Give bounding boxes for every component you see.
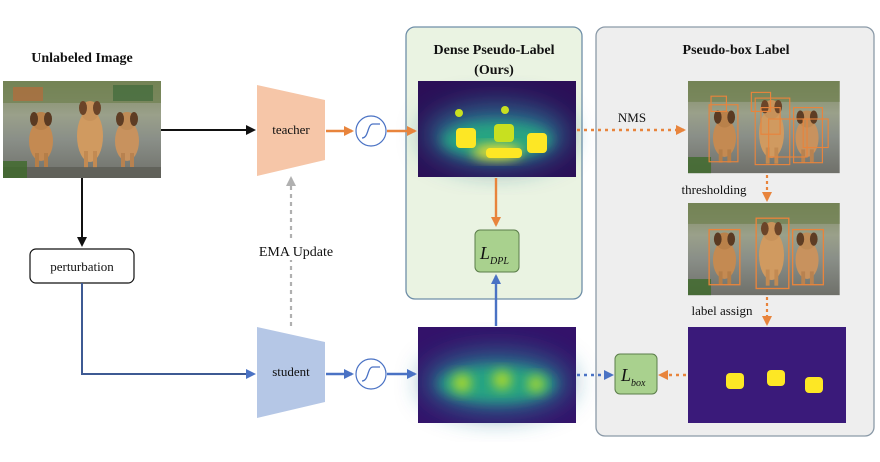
label-assign-label: label assign [691, 303, 753, 318]
teacher-dense-heatmap [418, 81, 576, 177]
student-sigmoid-icon [355, 358, 387, 390]
perturbation-label: perturbation [50, 259, 114, 274]
pseudo-box-panel-title: Pseudo-box Label [683, 43, 790, 58]
nms-output-image [688, 81, 840, 174]
teacher-label: teacher [272, 122, 310, 137]
thresholding-label: thresholding [682, 182, 747, 197]
loss-dpl-subscript: DPL [489, 256, 509, 267]
loss-box-subscript: box [631, 378, 646, 389]
unlabeled-image-title: Unlabeled Image [31, 51, 133, 66]
loss-dpl-box: LDPL [474, 229, 520, 273]
teacher-sigmoid-icon [355, 115, 387, 147]
dense-panel-title-line1: Dense Pseudo-Label [434, 43, 555, 58]
loss-box-box: Lbox [614, 353, 658, 395]
student-network [257, 327, 325, 418]
perturbation-to-student-arrow [81, 283, 256, 379]
dense-panel-title-line2: (Ours) [474, 63, 514, 78]
student-dense-heatmap [418, 327, 576, 423]
thresholded-image [688, 203, 840, 296]
unlabeled-image [3, 81, 161, 178]
student-label: student [272, 364, 310, 379]
ema-update-label: EMA Update [259, 245, 333, 260]
teacher-network [257, 85, 325, 176]
label-assign-heatmap [688, 327, 846, 423]
loss-dpl-symbol: L [479, 243, 490, 263]
svg-text:Lbox: Lbox [620, 365, 646, 389]
svg-text:LDPL: LDPL [479, 243, 509, 267]
ema-label-bg [245, 240, 345, 260]
loss-box-symbol: L [620, 365, 631, 385]
nms-label: NMS [618, 110, 646, 125]
